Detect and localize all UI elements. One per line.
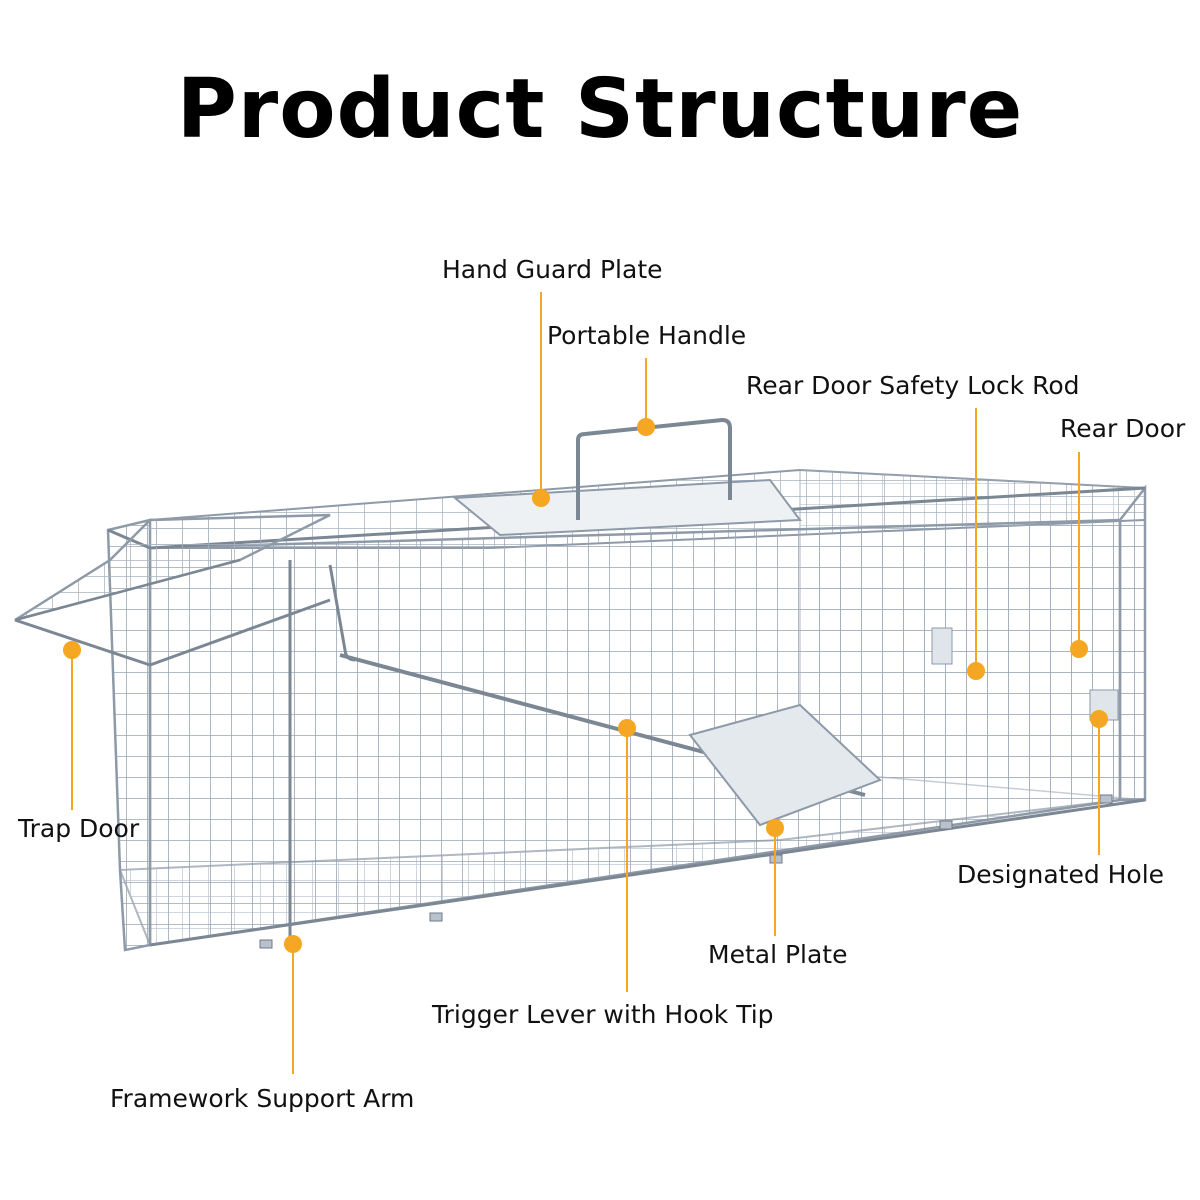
dot-rear-door xyxy=(1070,640,1088,658)
trap-door-panel xyxy=(14,513,331,667)
dot-trigger-lever xyxy=(618,719,636,737)
dot-portable-handle xyxy=(637,418,655,436)
label-hand-guard-plate: Hand Guard Plate xyxy=(442,255,663,284)
label-rear-door-safety-lock-rod: Rear Door Safety Lock Rod xyxy=(746,371,1080,400)
dot-metal-plate xyxy=(766,819,784,837)
safety-lock-rod-plate xyxy=(931,627,953,665)
label-framework-support-arm: Framework Support Arm xyxy=(110,1084,415,1113)
dot-trap-door xyxy=(63,641,81,659)
dot-designated-hole xyxy=(1090,710,1108,728)
label-designated-hole: Designated Hole xyxy=(957,860,1165,889)
label-trap-door: Trap Door xyxy=(18,814,140,843)
label-rear-door: Rear Door xyxy=(1060,414,1186,443)
label-metal-plate: Metal Plate xyxy=(708,940,848,969)
dot-hand-guard-plate xyxy=(532,489,550,507)
page-title: Product Structure xyxy=(176,62,1024,157)
label-portable-handle: Portable Handle xyxy=(547,321,747,350)
dot-framework-support-arm xyxy=(284,935,302,953)
label-trigger-lever: Trigger Lever with Hook Tip xyxy=(432,1000,774,1029)
leader-lines xyxy=(71,292,1100,1074)
metal-plate xyxy=(688,703,882,827)
dot-rear-door-safety-lock-rod xyxy=(967,662,985,680)
marker-dots xyxy=(63,418,1108,953)
